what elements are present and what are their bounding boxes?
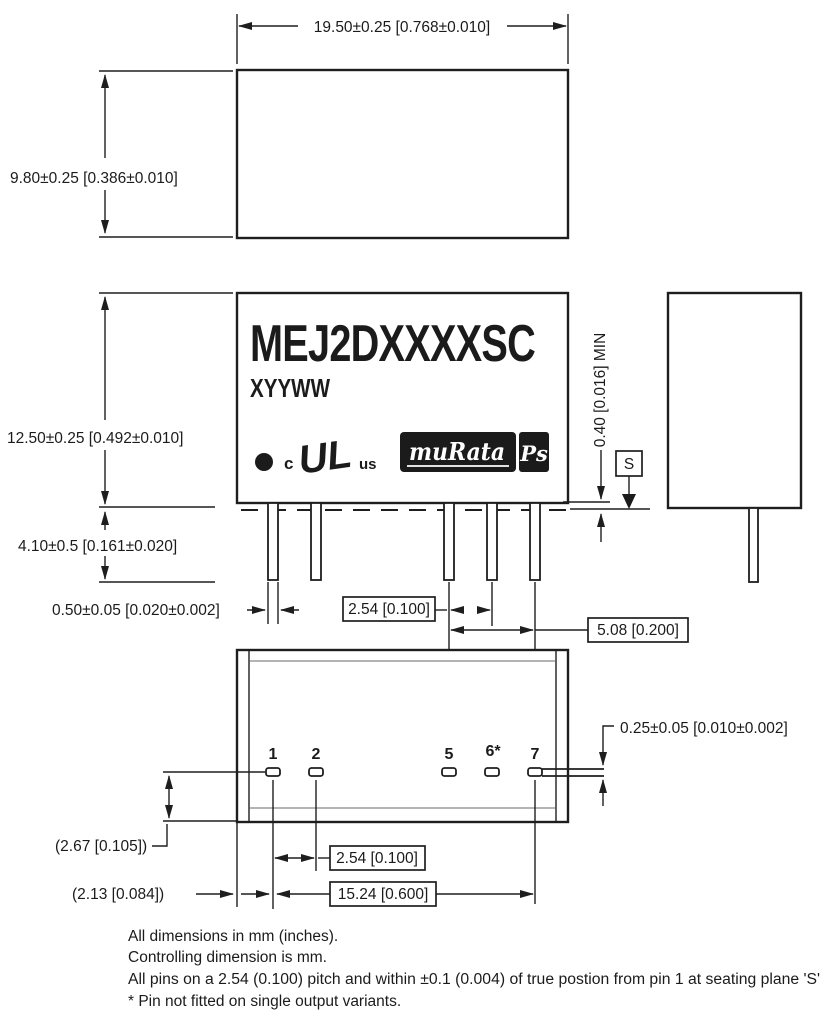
pin-length-label: 4.10±0.5 [0.161±0.020]: [18, 538, 177, 555]
note-line-3: All pins on a 2.54 (0.100) pitch and wit…: [128, 971, 820, 988]
dim-body-depth: 9.80±0.25 [0.386±0.010]: [10, 70, 233, 238]
seating-plane-triangle-icon: [622, 494, 636, 509]
pin-5: [443, 502, 455, 581]
agency-marks: c UL us muRata Ps: [255, 432, 549, 483]
pin-7: [529, 502, 541, 581]
dim-box: [342, 596, 436, 622]
product-code-text: MEJ2DXXXXSC: [250, 315, 535, 373]
dim-pin-pitch-front: 2.54 [0.100]: [342, 582, 493, 650]
note-line-2: Controlling dimension is mm.: [128, 949, 327, 966]
dim-pin-length: 4.10±0.5 [0.161±0.020]: [18, 511, 215, 583]
note-line-1: All dimensions in mm (inches).: [128, 928, 338, 945]
ps-logo-text: Ps: [519, 441, 548, 466]
pin-thickness-label: 0.25±0.05 [0.010±0.002]: [620, 720, 788, 737]
bottom-view: 1 2 5 6* 7 (2.67 [0.105]) 0.25±0.05 [0.0…: [55, 648, 788, 909]
pin-span-1-7-label: 15.24 [0.600]: [338, 886, 429, 903]
dim-pin-width: 0.50±0.05 [0.020±0.002]: [52, 582, 299, 624]
bottom-pin-pitch-label: 2.54 [0.100]: [336, 850, 418, 867]
side-view-outline: [666, 291, 803, 510]
dim-body-height: 12.50±0.25 [0.492±0.010]: [7, 292, 233, 508]
body-width-label: 19.50±0.25 [0.768±0.010]: [314, 19, 490, 36]
dim-box: [329, 881, 437, 907]
body-height-label: 12.50±0.25 [0.492±0.010]: [7, 430, 183, 447]
body-depth-label: 9.80±0.25 [0.386±0.010]: [10, 170, 178, 187]
dim-body-width: 19.50±0.25 [0.768±0.010]: [236, 14, 569, 64]
pin-number-1: 1: [269, 746, 278, 763]
pad-2: [308, 767, 324, 777]
pin-number-2: 2: [312, 746, 321, 763]
murata-logo: muRata: [400, 432, 516, 472]
pad-5: [441, 767, 457, 777]
bottom-view-outline: [235, 648, 570, 824]
pin-2: [310, 502, 322, 581]
pin-spacing-5-7-label: 5.08 [0.200]: [597, 622, 679, 639]
murata-logo-text: muRata: [409, 437, 505, 466]
pin-number-6-star: 6*: [485, 743, 501, 760]
dim-line: [599, 725, 614, 766]
dim-pin-thickness: 0.25±0.05 [0.010±0.002]: [542, 720, 788, 806]
dim-pin-spacing-5-7: 5.08 [0.200]: [450, 582, 689, 650]
notes: All dimensions in mm (inches). Controlli…: [128, 928, 820, 1010]
side-view-pin: [748, 507, 759, 583]
front-pins: [267, 502, 541, 581]
dim-bottom-chains: 2.54 [0.100] (2.13 [0.084]) 15.24 [0.600…: [72, 780, 536, 909]
pin-number-5: 5: [445, 746, 454, 763]
seating-plane-symbol: S: [615, 450, 643, 509]
note-line-4: * Pin not fitted on single output varian…: [128, 993, 401, 1010]
pin-1: [267, 502, 279, 581]
pad-1: [265, 767, 281, 777]
pin1-dot-icon: [255, 453, 273, 471]
pin-pitch-label: 2.54 [0.100]: [348, 601, 430, 618]
standoff-label: 0.40 [0.016] MIN: [592, 333, 609, 448]
pad-6: [484, 767, 500, 777]
date-code-text: XYYWW: [250, 373, 330, 403]
bottom-pads: [265, 767, 543, 777]
pad-7: [527, 767, 543, 777]
dim-pin-row-inset: (2.67 [0.105]): [55, 771, 265, 855]
bottom-pin-numbers: 1 2 5 6* 7: [269, 743, 540, 763]
ul-c-label: c: [284, 454, 293, 473]
top-view: 19.50±0.25 [0.768±0.010] 9.80±0.25 [0.38…: [10, 14, 570, 240]
dim-standoff: 0.40 [0.016] MIN S: [563, 333, 650, 542]
ul-recognized-mark-icon: UL: [296, 432, 355, 483]
side-view: [666, 291, 803, 583]
seating-plane-letter: S: [624, 456, 634, 473]
dim-box: [329, 845, 426, 871]
top-view-outline: [235, 68, 570, 240]
seating-plane-box: [615, 450, 643, 477]
leader-line: [152, 824, 168, 847]
ul-us-label: us: [359, 456, 377, 473]
pin-row-inset-label: (2.67 [0.105]): [55, 838, 147, 855]
murata-logo-box: [400, 432, 516, 472]
pin1-edge-offset-label: (2.13 [0.084]): [72, 886, 164, 903]
dim-box: [587, 617, 689, 643]
ps-logo: Ps: [519, 432, 549, 472]
front-view: MEJ2DXXXXSC XYYWW c UL us muRata Ps 12.5…: [7, 291, 689, 650]
pin-6: [486, 502, 498, 581]
ps-logo-box: [519, 432, 549, 472]
pin-width-label: 0.50±0.05 [0.020±0.002]: [52, 602, 220, 619]
pin-number-7: 7: [531, 746, 540, 763]
